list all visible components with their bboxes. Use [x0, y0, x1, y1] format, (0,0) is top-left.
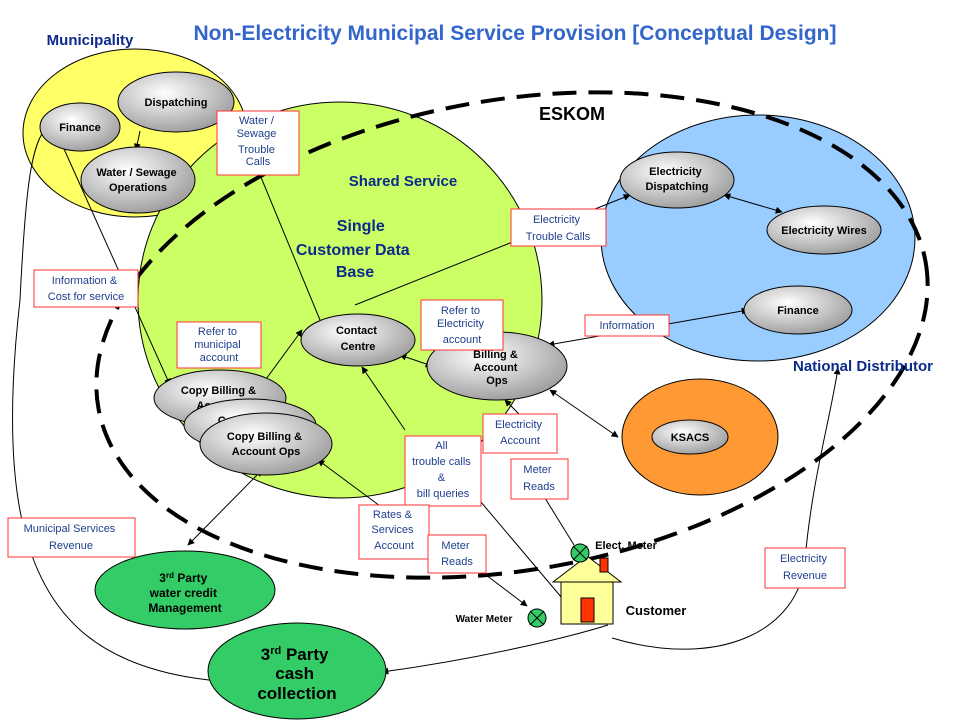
svg-text:Information: Information: [599, 320, 654, 332]
svg-text:Meter Reads: Meter Reads: [523, 464, 555, 493]
finance-municipal-node[interactable]: Finance: [39, 102, 121, 152]
svg-text:Rates & Services A: Rates & Services Account: [371, 509, 416, 552]
information-label: Information: [584, 314, 670, 337]
electricity-meter-icon[interactable]: [570, 543, 590, 563]
info-cost-label: Information & Cost for service: [33, 269, 139, 308]
svg-text:Municipal Services Reven: Municipal Services Revenue: [24, 523, 119, 552]
svg-text:Information & Cost for s: Information & Cost for service: [48, 275, 124, 303]
svg-text:Electricity Wires: Electricity Wires: [781, 225, 867, 237]
elect-meter-label: Elect. Meter: [595, 540, 657, 552]
customer-label: Customer: [626, 603, 687, 618]
water-sewage-calls-label: Water / Sewage Trouble Calls: [216, 110, 300, 176]
finance-to-copy-billing-arrow: [59, 139, 171, 386]
water-sewage-operations-node[interactable]: Water / Sewage Operations: [80, 146, 196, 214]
svg-text:Finance: Finance: [777, 305, 819, 317]
svg-text:3rd Party cash col: 3rd Party cash collection: [257, 645, 336, 703]
elec-revenue-curve: [381, 624, 609, 675]
refer-electricity-label: Refer to Electricity account: [420, 299, 504, 351]
single-db-label: Single Customer Data Base: [296, 218, 414, 281]
muni-revenue-curve: [12, 126, 371, 685]
elec-account-line: [504, 399, 521, 416]
svg-text:3rd Party water credit: 3rd Party water credit Management: [148, 571, 221, 616]
electricity-account-label: Electricity Account: [482, 413, 558, 454]
dispatch-to-wires-arrow: [723, 193, 783, 214]
svg-text:KSACS: KSACS: [671, 432, 710, 444]
water-meter-label: Water Meter: [456, 614, 513, 625]
eskom-label: ESKOM: [539, 104, 605, 124]
svg-text:Water / Sewage Tro: Water / Sewage Trouble Calls: [237, 115, 280, 168]
svg-text:Billing & Account: Billing & Account Ops: [473, 349, 521, 387]
copy-billing-node-3[interactable]: Copy Billing & Account Ops: [199, 412, 333, 476]
svg-text:Electricity Revenue: Electricity Revenue: [780, 553, 830, 582]
refer-municipal-label: Refer to municipal account: [176, 321, 262, 369]
municipality-label: Municipality: [47, 32, 134, 49]
electricity-dispatching-node[interactable]: Electricity Dispatching: [619, 151, 735, 209]
svg-text:All trouble calls: All trouble calls & bill queries: [412, 440, 474, 500]
third-party-water-credit-node[interactable]: 3rd Party water credit Management: [94, 550, 276, 630]
electricity-wires-node[interactable]: Electricity Wires: [766, 205, 882, 255]
national-distributor-boundary: [94, 90, 930, 580]
third-party-cash-collection-node[interactable]: 3rd Party cash collection: [207, 622, 387, 720]
copy-billing-to-3rd-water-arrow: [187, 469, 263, 546]
water-calls-line: [257, 169, 321, 321]
contact-centre-node[interactable]: Contact Centre: [300, 313, 416, 367]
water-meter-icon[interactable]: [527, 608, 547, 628]
shared-service-label: Shared Service: [349, 173, 457, 190]
water-meter-reads-arrow: [485, 574, 528, 607]
trouble-calls-line: [361, 366, 406, 431]
svg-text:Refer to Electricity: Refer to Electricity account: [437, 305, 487, 346]
rates-services-label: Rates & Services Account: [358, 504, 430, 560]
finance-eskom-node[interactable]: Finance: [743, 285, 853, 335]
customer-house-icon[interactable]: [551, 555, 623, 625]
customer-to-contact-line: [474, 494, 563, 599]
svg-text:Electricity Trouble Call: Electricity Trouble Calls: [526, 214, 591, 243]
electricity-revenue-label: Electricity Revenue: [764, 547, 846, 589]
rates-line: [317, 459, 381, 507]
svg-text:Water / Sewage Operatio: Water / Sewage Operations: [96, 167, 179, 194]
meter-reads-water-label: Meter Reads: [427, 534, 487, 574]
page-title: Non-Electricity Municipal Service Provis…: [194, 22, 837, 45]
ksacs-node[interactable]: KSACS: [651, 419, 729, 455]
municipal-services-revenue-label: Municipal Services Revenue: [7, 517, 136, 558]
svg-text:Electricity Account: Electricity Account: [495, 419, 545, 447]
billing-to-ksacs-arrow: [549, 389, 619, 438]
svg-text:Refer to municipal: Refer to municipal account: [194, 326, 244, 364]
all-trouble-calls-label: All trouble calls & bill queries: [404, 435, 482, 507]
national-distributor-label: National Distributor: [793, 358, 933, 375]
dispatching-node[interactable]: Dispatching: [117, 71, 235, 133]
electricity-trouble-calls-label: Electricity Trouble Calls: [510, 208, 607, 247]
svg-text:Finance: Finance: [59, 122, 101, 134]
meter-reads-electric-label: Meter Reads: [510, 458, 569, 500]
svg-text:Electricity Dispatching: Electricity Dispatching: [646, 166, 709, 193]
svg-text:Meter Reads: Meter Reads: [441, 540, 473, 568]
svg-text:Dispatching: Dispatching: [145, 97, 208, 109]
svg-text:Contact Centre: Contact Centre: [336, 325, 380, 353]
svg-text:Copy Billing & Account O: Copy Billing & Account Ops: [227, 431, 305, 458]
